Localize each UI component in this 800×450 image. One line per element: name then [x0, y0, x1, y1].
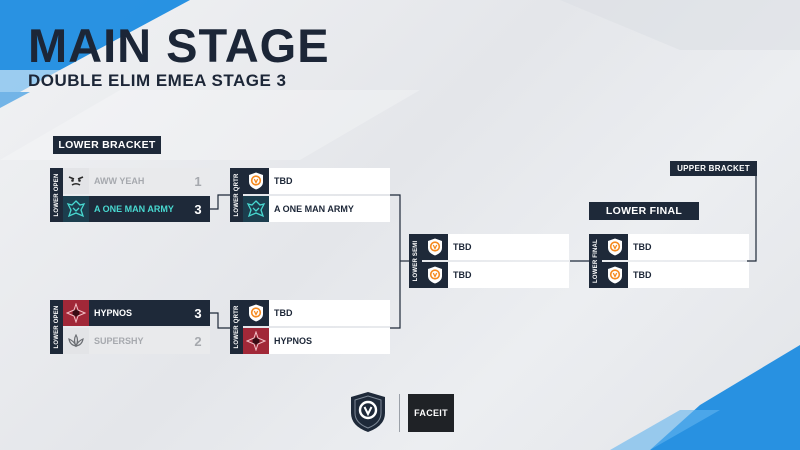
lotus-icon	[63, 328, 89, 354]
round-tab: LOWER SEMI	[409, 234, 422, 288]
army-crest-icon	[63, 196, 89, 222]
hypnos-icon	[63, 300, 89, 326]
team-row[interactable]: TBD	[602, 262, 749, 288]
team-row[interactable]: A ONE MAN ARMY 3	[63, 196, 210, 222]
team-name: TBD	[274, 308, 293, 318]
match-lower-qrtr-1: LOWER QRTR TBD A ONE MAN ARMY	[230, 168, 390, 222]
face-icon	[63, 168, 89, 194]
team-name: TBD	[453, 270, 472, 280]
round-tab: LOWER QRTR	[230, 300, 243, 354]
team-name: TBD	[633, 242, 652, 252]
match-lower-final: LOWER FINAL TBD TBD	[589, 234, 749, 288]
round-tab: LOWER FINAL	[589, 234, 602, 288]
overwatch-crest-icon	[602, 262, 628, 288]
match-lower-qrtr-2: LOWER QRTR TBD HYPNOS	[230, 300, 390, 354]
team-name: A ONE MAN ARMY	[274, 204, 354, 214]
team-name: AWW YEAH	[94, 176, 145, 186]
team-name: HYPNOS	[94, 308, 133, 318]
match-lower-semi: LOWER SEMI TBD TBD	[409, 234, 569, 288]
lower-final-header: LOWER FINAL	[589, 202, 699, 220]
round-tab: LOWER QRTR	[230, 168, 243, 222]
overwatch-crest-icon	[422, 234, 448, 260]
team-name: TBD	[274, 176, 293, 186]
round-tab: LOWER OPEN	[50, 168, 63, 222]
match-lower-open-1: LOWER OPEN AWW YEAH 1 A ONE MAN ARMY 3	[50, 168, 210, 222]
team-name: HYPNOS	[274, 336, 313, 346]
team-row[interactable]: TBD	[422, 262, 569, 288]
team-name: TBD	[633, 270, 652, 280]
team-row[interactable]: A ONE MAN ARMY	[243, 196, 390, 222]
army-crest-icon	[243, 196, 269, 222]
team-row[interactable]: TBD	[243, 168, 390, 194]
team-score: 1	[194, 173, 202, 189]
overwatch-champions-logo	[351, 392, 385, 432]
team-row[interactable]: SUPERSHY 2	[63, 328, 210, 354]
page-title: MAIN STAGE	[28, 19, 330, 72]
faceit-logo: FACEIT	[408, 394, 454, 432]
overwatch-crest-icon	[243, 168, 269, 194]
upper-bracket-header: UPPER BRACKET	[670, 161, 757, 176]
match-lower-open-2: LOWER OPEN HYPNOS 3 SUPERSHY 2	[50, 300, 210, 354]
overwatch-crest-icon	[243, 300, 269, 326]
page-subtitle: DOUBLE ELIM EMEA STAGE 3	[28, 71, 287, 90]
team-name: A ONE MAN ARMY	[94, 204, 174, 214]
team-name: TBD	[453, 242, 472, 252]
lower-bracket-header: LOWER BRACKET	[53, 136, 161, 154]
team-row[interactable]: TBD	[422, 234, 569, 260]
overwatch-crest-icon	[422, 262, 448, 288]
round-tab: LOWER OPEN	[50, 300, 63, 354]
team-row[interactable]: AWW YEAH 1	[63, 168, 210, 194]
team-row[interactable]: HYPNOS 3	[63, 300, 210, 326]
team-row[interactable]: TBD	[602, 234, 749, 260]
team-score: 2	[194, 333, 202, 349]
team-score: 3	[194, 201, 202, 217]
hypnos-icon	[243, 328, 269, 354]
team-name: SUPERSHY	[94, 336, 144, 346]
team-row[interactable]: TBD	[243, 300, 390, 326]
team-score: 3	[194, 305, 202, 321]
footer-divider	[399, 394, 400, 432]
team-row[interactable]: HYPNOS	[243, 328, 390, 354]
overwatch-crest-icon	[602, 234, 628, 260]
